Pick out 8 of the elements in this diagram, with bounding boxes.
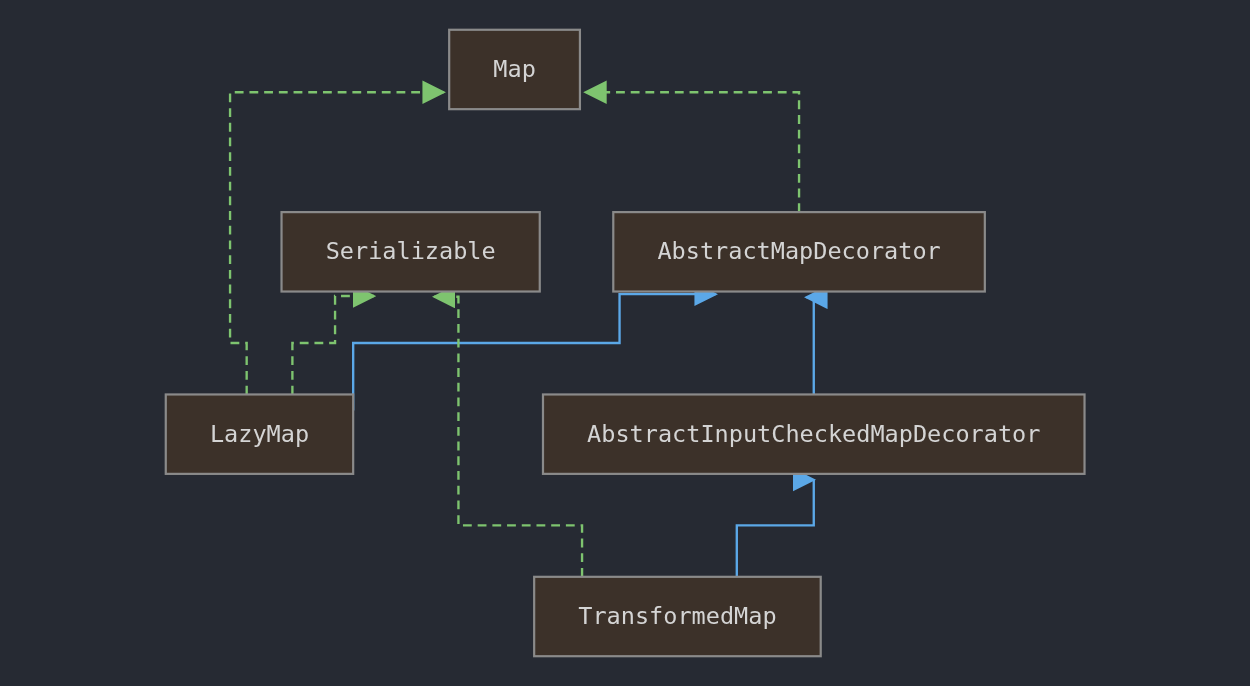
node-box: AbstractMapDecorator xyxy=(612,211,986,293)
node-box: Map xyxy=(447,28,581,111)
arrow xyxy=(228,80,446,395)
node-box: TransformedMap xyxy=(532,575,822,658)
node-box: AbstractInputCheckedMapDecorator xyxy=(541,393,1086,475)
node-box: Serializable xyxy=(280,211,541,293)
arrow xyxy=(583,80,801,213)
node-box: LazyMap xyxy=(164,393,355,475)
